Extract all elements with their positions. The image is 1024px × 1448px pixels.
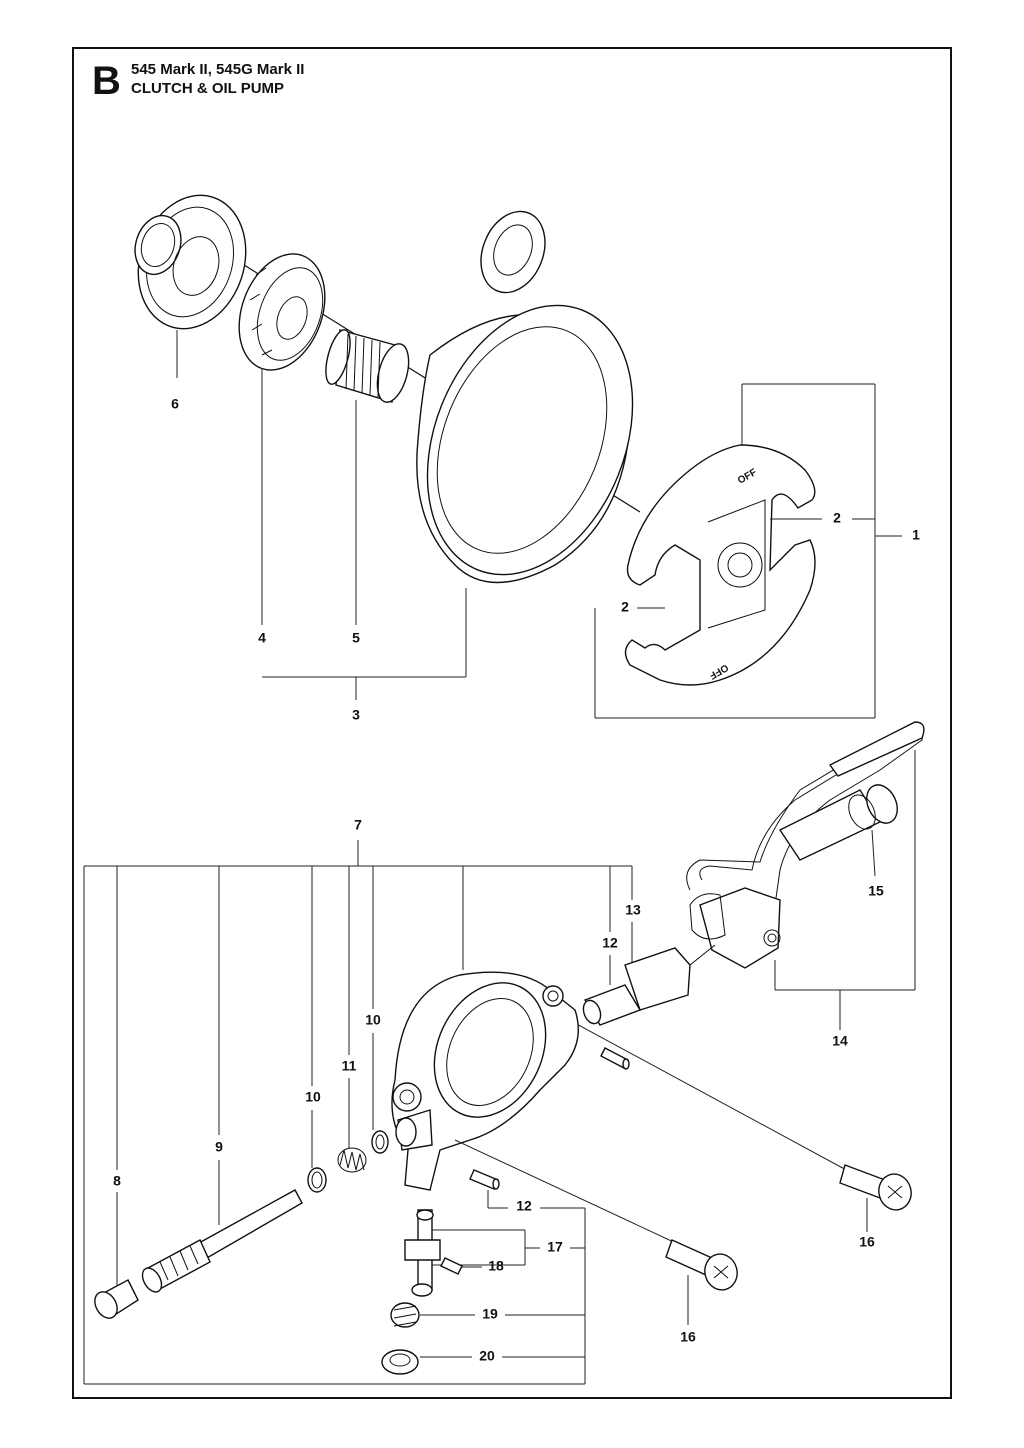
callout-20: 20 xyxy=(479,1348,495,1364)
part-3-clutch-drum xyxy=(416,210,634,584)
part-15-hose-fitting xyxy=(778,784,898,861)
part-5-needle-bearing xyxy=(325,329,410,403)
part-16-screw-lower xyxy=(665,1239,738,1291)
callout-4: 4 xyxy=(258,630,266,646)
section-letter: B xyxy=(92,59,121,103)
callout-18: 18 xyxy=(488,1258,504,1274)
part-16-screw-upper xyxy=(839,1164,912,1211)
callout-1: 1 xyxy=(912,527,920,543)
page-frame xyxy=(72,47,952,1399)
callout-10-right: 10 xyxy=(365,1012,381,1028)
callout-2-lower: 2 xyxy=(621,599,629,615)
callout-13: 13 xyxy=(625,902,641,918)
callout-19: 19 xyxy=(482,1306,498,1322)
callout-11: 11 xyxy=(342,1058,357,1074)
part-8-cap xyxy=(94,1279,139,1320)
callout-9: 9 xyxy=(215,1139,223,1155)
callout-2-upper: 2 xyxy=(833,510,841,526)
part-14-oil-hose xyxy=(686,721,925,969)
part-9-pump-shaft xyxy=(141,1189,303,1293)
part-7-oil-pump-body xyxy=(391,971,579,1191)
part-4-rim-sprocket xyxy=(238,253,326,371)
callout-12-upper: 12 xyxy=(602,935,618,951)
part-12-pin-lower xyxy=(469,1169,500,1190)
callout-14: 14 xyxy=(832,1033,848,1049)
callout-6: 6 xyxy=(171,396,179,412)
part-10-o-ring-left xyxy=(307,1167,327,1193)
part-12-pin-upper xyxy=(600,1047,630,1070)
part-19-spring xyxy=(390,1302,420,1328)
callout-3: 3 xyxy=(352,707,360,723)
callout-5: 5 xyxy=(352,630,360,646)
part-17-plunger xyxy=(404,1209,441,1297)
callout-10-left: 10 xyxy=(305,1089,321,1105)
part-6-rim-sprocket-cover xyxy=(134,194,247,330)
part-18-pin xyxy=(440,1257,463,1275)
section-title: CLUTCH & OIL PUMP xyxy=(131,80,284,97)
part-13-connector xyxy=(582,944,716,1026)
callout-12-lower: 12 xyxy=(516,1198,532,1214)
callout-17: 17 xyxy=(547,1239,563,1255)
callout-7: 7 xyxy=(354,817,362,833)
callout-16-right: 16 xyxy=(859,1234,875,1250)
part-11-spring xyxy=(337,1147,367,1173)
part-1-clutch-assembly: OFF OFF xyxy=(624,444,816,686)
part-10-o-ring-right xyxy=(371,1130,389,1154)
callout-8: 8 xyxy=(113,1173,121,1189)
callout-16-lower: 16 xyxy=(680,1329,696,1345)
model-title: 545 Mark II, 545G Mark II xyxy=(131,61,304,78)
part-20-seal xyxy=(381,1349,419,1375)
callout-15: 15 xyxy=(868,883,884,899)
